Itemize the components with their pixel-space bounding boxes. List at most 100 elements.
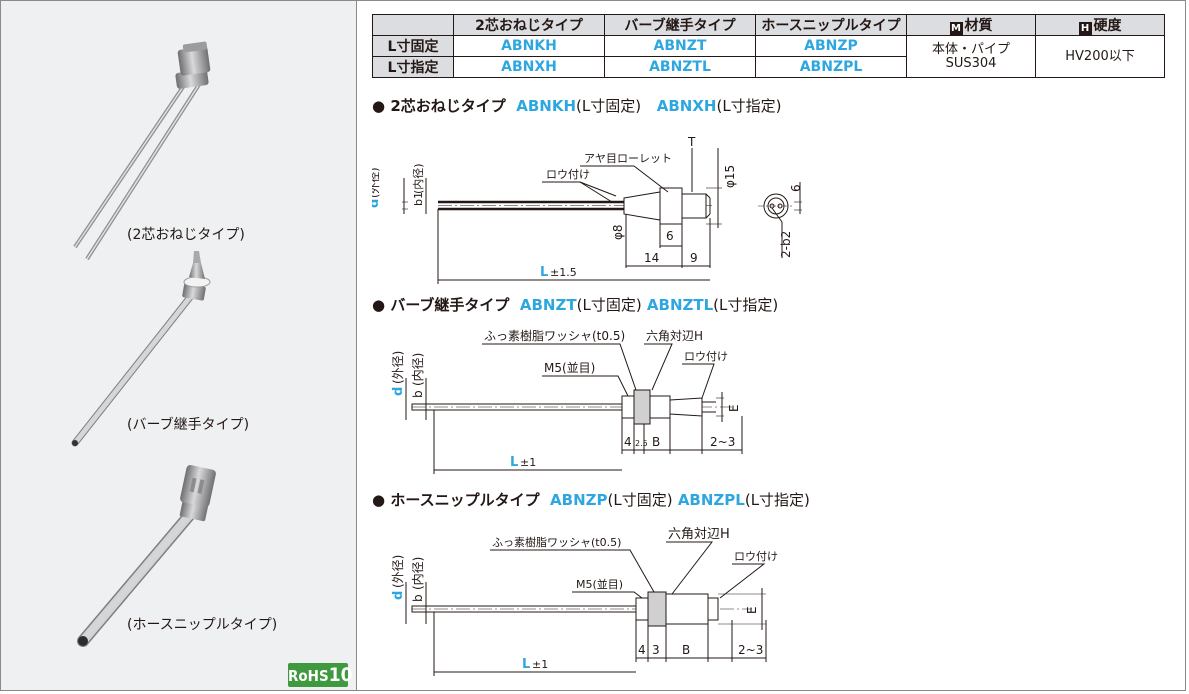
dim-2-3-label: 2~3 [710, 435, 735, 449]
material-line-1: 本体・パイプ [931, 41, 1010, 57]
dim-4-label: 4 [624, 435, 632, 449]
section-spec-label: (L寸指定) [713, 296, 779, 314]
section-title-hose-nipple: ● ホースニップルタイプ ABNZP(L寸固定) ABNZPL(L寸指定) [372, 489, 810, 510]
product-photos [71, 41, 216, 647]
section-name: ホースニップルタイプ [390, 491, 540, 509]
product-photo-barb [71, 251, 211, 447]
hardness-header-label: 硬度 [1093, 18, 1122, 34]
section-name: 2芯おねじタイプ [390, 97, 506, 115]
section-spec-label: (L寸指定) [744, 491, 810, 509]
code-abnkh: ABNKH [453, 35, 605, 57]
e-label: E [727, 404, 741, 412]
phi15-label: φ15 [723, 165, 737, 188]
l-tolerance: ±1.5 [550, 266, 577, 279]
brazed-label: ロウ付け [734, 550, 778, 563]
t-label: T [687, 135, 696, 149]
hex-label: 六角対辺H [646, 329, 703, 343]
l-tolerance: ±1 [520, 456, 536, 469]
row-label-specified: L寸指定 [372, 56, 454, 78]
d-label: d [391, 387, 406, 396]
e-label: E [745, 606, 759, 614]
b1-label: b1 [412, 192, 425, 206]
header-hose-nipple: ホースニップルタイプ [755, 14, 907, 36]
l-tolerance: ±1 [532, 658, 548, 671]
section-code-spec: ABNZPL [677, 491, 745, 509]
dim-9-label: 9 [690, 251, 698, 265]
b-label: b [411, 390, 425, 398]
end-dim-6: 6 [789, 184, 803, 192]
hardness-value: HV200以下 [1035, 35, 1165, 78]
outer-dia-label: (外径) [391, 351, 405, 384]
caption-barb: (バーブ継手タイプ) [127, 417, 250, 433]
row-label-fixed: L寸固定 [372, 35, 454, 57]
washer-label: ふっ素樹脂ワッシャ(t0.5) [484, 328, 625, 343]
section-code-spec: ABNXH [656, 97, 717, 115]
thread-label: M5(並目) [576, 577, 623, 591]
thread-label: M5(並目) [544, 361, 595, 375]
table-corner [372, 14, 454, 36]
b-dim-label: B [682, 643, 690, 657]
material-header-label: 材質 [964, 18, 993, 34]
section-code-fixed: ABNKH [516, 97, 577, 115]
d-label: d [391, 591, 406, 600]
outer-dia-label: (外径) [372, 167, 381, 198]
bullet-icon: ● [372, 296, 386, 314]
product-photo-2core [73, 41, 211, 261]
material-mark: M [949, 22, 963, 35]
section-spec-label: (L寸指定) [716, 97, 782, 115]
inner-dia-label: (内径) [411, 557, 425, 590]
b-label: b [411, 594, 425, 602]
section-fixed-label: (L寸固定) [576, 296, 642, 314]
brazed-label: ロウ付け [546, 168, 590, 181]
l-label: L [540, 265, 548, 280]
dim-2-5-label: 2.5 [635, 439, 648, 448]
section-code-fixed: ABNZT [519, 296, 577, 314]
knurl-label: アヤ目ローレット [584, 152, 672, 165]
section-name: バーブ継手タイプ [390, 296, 510, 314]
code-abnzpl: ABNZPL [755, 56, 907, 78]
section-code-spec: ABNZTL [646, 296, 714, 314]
dim-14-label: 14 [644, 251, 659, 265]
section-title-barb: ● バーブ継手タイプ ABNZT(L寸固定) ABNZTL(L寸指定) [372, 294, 778, 315]
l-label: L [522, 657, 530, 672]
drawing-hose-nipple: d (外径) b (内径) ふっ素樹脂ワッシャ(t0.5) 六角対辺H M5(並… [391, 527, 778, 676]
inner-dia-label: (内径) [411, 353, 425, 386]
bullet-icon: ● [372, 97, 386, 115]
caption-2core: (2芯おねじタイプ) [127, 227, 245, 243]
hardness-mark: H [1078, 22, 1092, 35]
d-label: d [372, 199, 382, 208]
brazed-label: ロウ付け [684, 350, 728, 363]
table-row: L寸指定 ABNXH ABNZTL ABNZPL [372, 56, 1165, 78]
outer-dia-label: (外径) [391, 555, 405, 588]
l-label: L [510, 455, 518, 470]
dim-4-label: 4 [638, 643, 646, 657]
rohs-prefix: RoHS [288, 667, 329, 685]
code-abnxh: ABNXH [453, 56, 605, 78]
section-fixed-label: (L寸固定) [607, 491, 673, 509]
drawing-2core: d (外径) b1 (内径) アヤ目ローレット ロウ付け T φ15 φ8 6 … [372, 135, 803, 284]
washer-label: ふっ素樹脂ワッシャ(t0.5) [492, 535, 621, 549]
material-line-2: SUS304 [945, 55, 997, 71]
code-abnztl: ABNZTL [604, 56, 756, 78]
header-barb: バーブ継手タイプ [604, 14, 756, 36]
drawing-barb: d (外径) b (内径) ふっ素樹脂ワッシャ(t0.5) 六角対辺H M5(並… [391, 328, 743, 474]
header-2core: 2芯おねじタイプ [453, 14, 605, 36]
rohs-badge: RoHS10 [288, 663, 352, 687]
product-photo-hose-nipple [77, 465, 216, 647]
rohs-number: 10 [328, 664, 353, 686]
section-title-2core: ● 2芯おねじタイプ ABNKH(L寸固定) ABNXH(L寸指定) [372, 95, 782, 116]
section-code-fixed: ABNZP [550, 491, 608, 509]
caption-hose-nipple: (ホースニップルタイプ) [127, 617, 278, 633]
bullet-icon: ● [372, 491, 386, 509]
inner-dia-label: (内径) [411, 163, 425, 194]
hex-label: 六角対辺H [668, 527, 730, 542]
dim-6-label: 6 [666, 229, 674, 243]
code-abnzt: ABNZT [604, 35, 756, 57]
section-fixed-label: (L寸固定) [576, 97, 642, 115]
